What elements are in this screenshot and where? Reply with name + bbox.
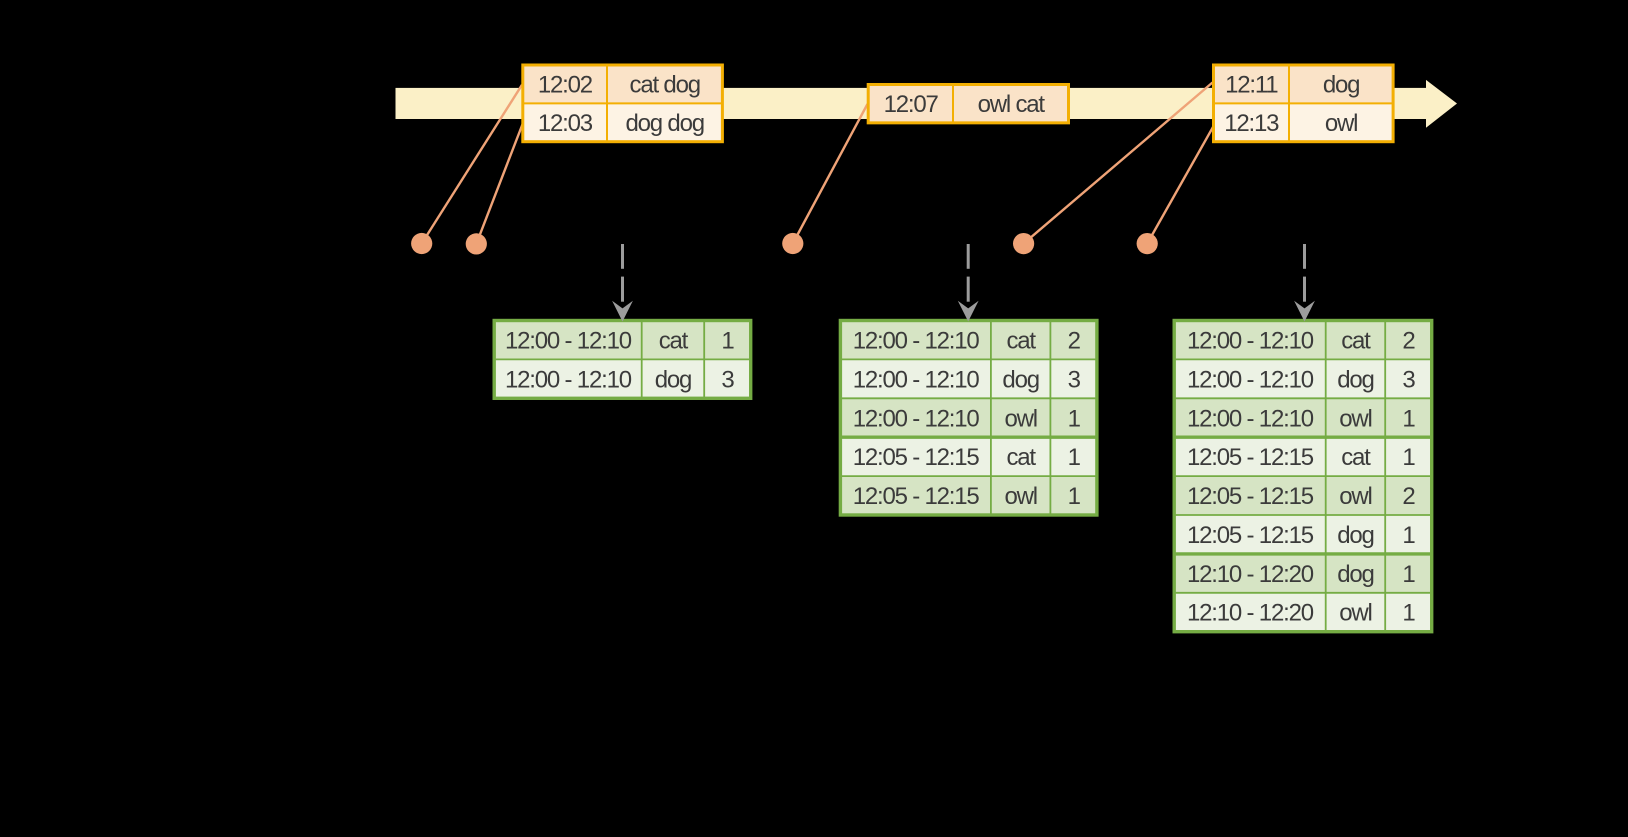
svg-text:3: 3 (721, 366, 734, 393)
svg-text:1: 1 (1068, 405, 1081, 432)
svg-text:12:13: 12:13 (1224, 110, 1279, 137)
svg-text:cat: cat (1006, 327, 1036, 354)
svg-text:12:10 - 12:20: 12:10 - 12:20 (1187, 561, 1314, 588)
svg-text:owl: owl (1339, 405, 1371, 432)
svg-text:owl cat: owl cat (978, 91, 1046, 118)
svg-text:12:05 - 12:15: 12:05 - 12:15 (1187, 483, 1314, 510)
svg-text:dog: dog (1337, 561, 1373, 588)
svg-text:12:07: 12:07 (884, 91, 939, 118)
svg-text:12:03: 12:03 (538, 110, 593, 137)
svg-text:1: 1 (1402, 405, 1415, 432)
svg-text:1: 1 (1402, 561, 1415, 588)
svg-text:3: 3 (1068, 366, 1081, 393)
svg-text:dog: dog (1002, 366, 1038, 393)
svg-text:12:10 - 12:20: 12:10 - 12:20 (1187, 600, 1314, 627)
svg-text:owl: owl (1004, 405, 1036, 432)
svg-text:owl: owl (1325, 110, 1357, 137)
svg-text:12:00 - 12:10: 12:00 - 12:10 (1187, 366, 1314, 393)
svg-text:1: 1 (721, 327, 734, 354)
svg-text:12:05 - 12:15: 12:05 - 12:15 (853, 483, 980, 510)
svg-text:12:05 - 12:15: 12:05 - 12:15 (1187, 444, 1314, 471)
svg-text:12:00 - 12:10: 12:00 - 12:10 (1187, 327, 1314, 354)
svg-text:12:00 - 12:10: 12:00 - 12:10 (853, 405, 980, 432)
svg-text:cat dog: cat dog (630, 72, 700, 99)
svg-text:cat: cat (1341, 444, 1371, 471)
svg-text:12:00 - 12:10: 12:00 - 12:10 (505, 366, 632, 393)
svg-text:12:11: 12:11 (1225, 72, 1278, 99)
svg-text:12:00 - 12:10: 12:00 - 12:10 (853, 327, 980, 354)
svg-text:1: 1 (1402, 522, 1415, 549)
svg-text:dog dog: dog dog (626, 110, 704, 137)
svg-text:12:00 - 12:10: 12:00 - 12:10 (853, 366, 980, 393)
svg-text:2: 2 (1068, 327, 1081, 354)
svg-text:cat: cat (659, 327, 689, 354)
svg-text:cat: cat (1006, 444, 1036, 471)
svg-text:1: 1 (1402, 600, 1415, 627)
svg-text:owl: owl (1339, 600, 1371, 627)
svg-text:12:00 - 12:10: 12:00 - 12:10 (505, 327, 632, 354)
svg-text:dog: dog (1323, 72, 1359, 99)
svg-text:12:00 - 12:10: 12:00 - 12:10 (1187, 405, 1314, 432)
svg-text:3: 3 (1402, 366, 1415, 393)
svg-text:1: 1 (1068, 483, 1081, 510)
svg-text:1: 1 (1068, 444, 1081, 471)
svg-text:cat: cat (1341, 327, 1371, 354)
svg-text:owl: owl (1004, 483, 1036, 510)
svg-text:2: 2 (1402, 483, 1415, 510)
svg-text:12:05 - 12:15: 12:05 - 12:15 (1187, 522, 1314, 549)
svg-text:dog: dog (655, 366, 691, 393)
svg-text:12:02: 12:02 (538, 72, 593, 99)
svg-text:dog: dog (1337, 522, 1373, 549)
svg-text:1: 1 (1402, 444, 1415, 471)
svg-text:2: 2 (1402, 327, 1415, 354)
svg-text:owl: owl (1339, 483, 1371, 510)
svg-text:dog: dog (1337, 366, 1373, 393)
svg-text:12:05 - 12:15: 12:05 - 12:15 (853, 444, 980, 471)
